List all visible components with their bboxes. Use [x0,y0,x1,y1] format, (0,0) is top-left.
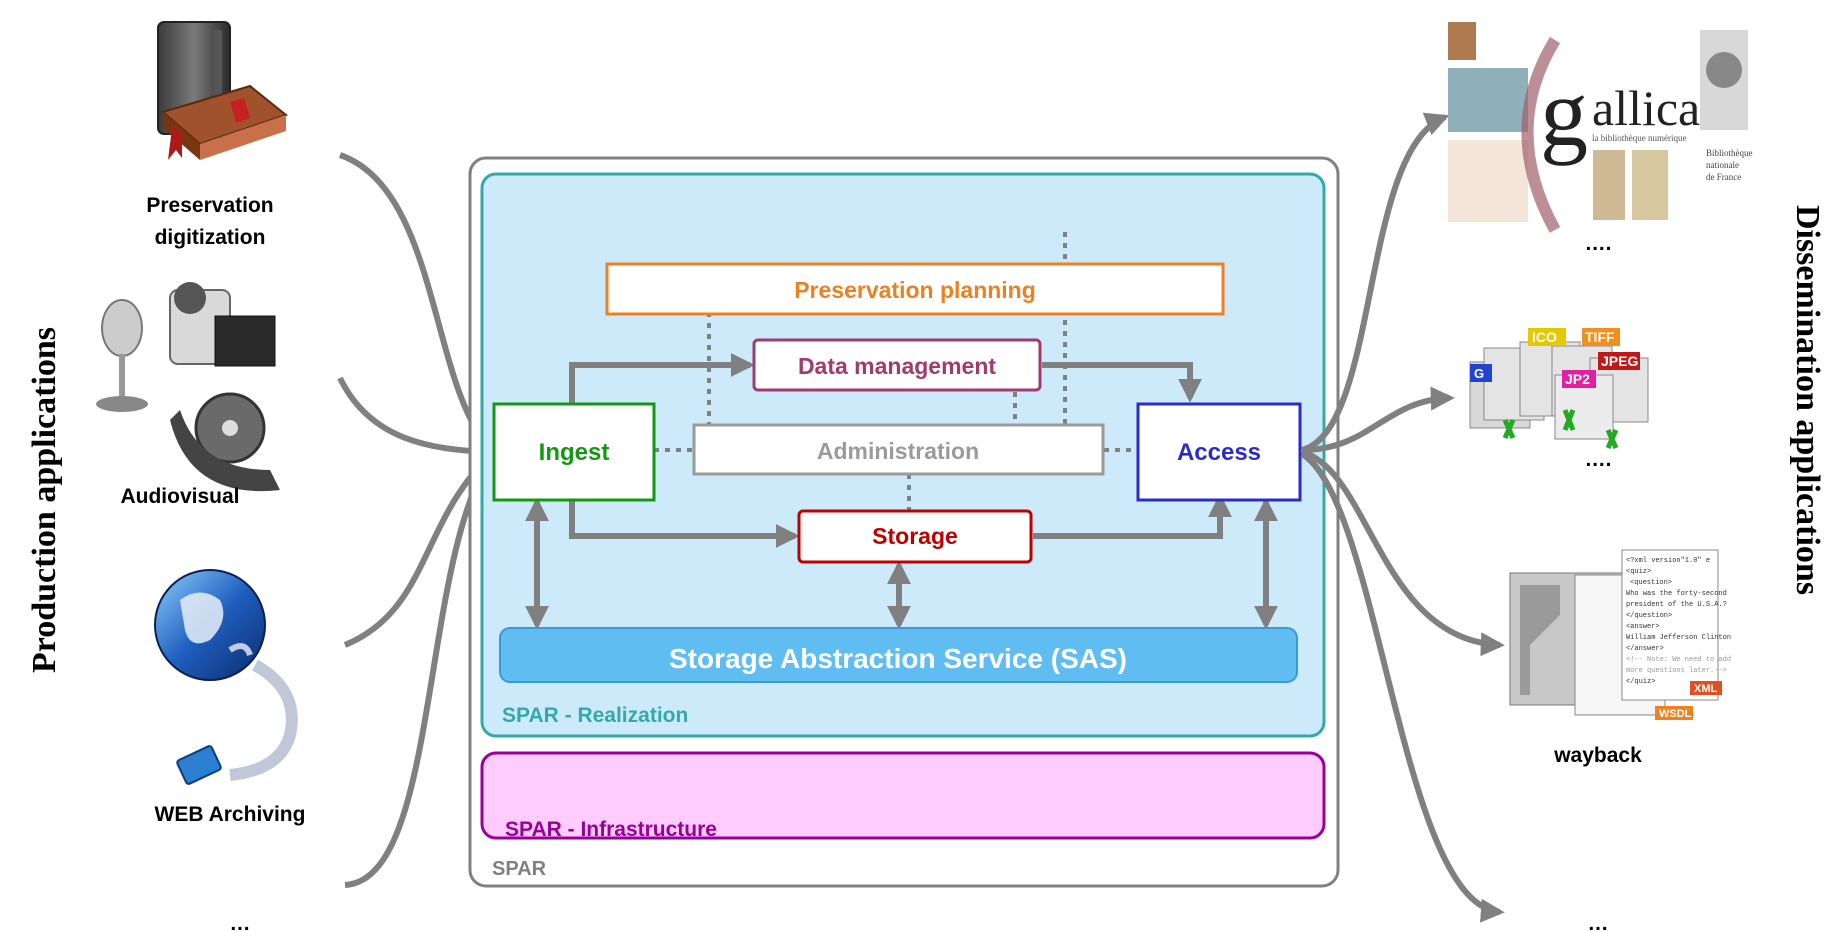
preservation-digitization-label-line2: digitization [155,226,266,249]
sas-label: Storage Abstraction Service (SAS) [669,643,1127,674]
preservation-planning-label: Preservation planning [794,277,1036,303]
bnf-line3: de France [1706,172,1741,182]
administration-label: Administration [817,438,979,464]
xml-badge: XML [1694,683,1718,695]
audiovisual-icon [96,282,280,492]
bnf-line2: nationale [1706,160,1739,170]
xml-line-7: <answer> [1626,623,1660,631]
xml-line-1: <?xml version"1.0" e [1626,557,1710,565]
xml-line-4: Who was the forty-second [1626,590,1727,598]
preservation-planning-box[interactable]: Preservation planning [605,262,1225,316]
web-archiving-label: WEB Archiving [155,803,306,826]
image-formats-more-label: …. [1585,448,1612,471]
sas-box[interactable]: Storage Abstraction Service (SAS) [499,627,1298,683]
image-formats-icon: G ICO TIFF JPEG JP2 [1469,328,1649,450]
xml-line-9: </answer> [1626,645,1664,653]
administration-box[interactable]: Administration [692,423,1105,476]
xml-line-8: William Jefferson Clinton [1626,634,1731,642]
access-box[interactable]: Access [1136,402,1302,502]
gallica-more-label: …. [1585,232,1612,255]
more-consumers-label: … [1588,912,1609,932]
bnf-line1: Bibliothèque [1706,148,1753,158]
spar-infrastructure-label: SPAR - Infrastructure [505,818,717,841]
ico-badge: ICO [1532,329,1557,345]
jp2-badge: JP2 [1565,371,1590,387]
spar-label: SPAR [492,858,547,880]
globe-network-icon [154,569,298,785]
wsdl-badge: WSDL [1659,708,1692,720]
production-applications-label: Production applications [26,327,63,673]
xml-document-icon: <?xml version"1.0" e <quiz> <question> W… [1509,549,1731,720]
access-label: Access [1177,439,1261,466]
ingest-box[interactable]: Ingest [492,402,656,502]
xml-line-6: </question> [1626,612,1672,620]
jpeg-badge: JPEG [1601,353,1638,369]
xml-line-3: <question> [1630,579,1672,587]
audiovisual-label: Audiovisual [120,485,239,508]
dissemination-arrows [1300,112,1505,923]
xml-line-12: </quiz> [1626,678,1655,686]
spar-realization-label: SPAR - Realization [502,704,688,727]
data-management-box[interactable]: Data management [752,338,1042,392]
xml-line-10: <!-- Note: We need to add [1626,656,1731,664]
g-badge: G [1474,366,1484,381]
preservation-digitization-label-line1: Preservation [146,194,273,217]
more-producers-label: … [230,912,251,932]
gallica-tagline: la bibliothèque numérique [1592,133,1686,143]
gallica-g-letter: g [1540,59,1588,166]
tiff-badge: TIFF [1585,329,1615,345]
book-icon [157,21,289,160]
xml-line-5: president of the U.S.A.? [1626,601,1727,609]
storage-label: Storage [872,523,958,549]
data-management-label: Data management [798,353,996,379]
storage-box[interactable]: Storage [797,509,1033,564]
xml-line-2: <quiz> [1626,568,1651,576]
gallica-name: allica [1592,80,1700,136]
flow-arrows [525,353,1278,630]
dissemination-applications-label: Dissemination applications [1789,205,1826,595]
wayback-label: wayback [1553,744,1642,767]
xml-line-11: more questions later.--> [1626,667,1727,675]
gallica-logo[interactable]: g allica la bibliothèque numérique Bibli… [1448,22,1753,233]
spar-infrastructure-box [480,751,1326,840]
ingest-label: Ingest [539,439,610,466]
